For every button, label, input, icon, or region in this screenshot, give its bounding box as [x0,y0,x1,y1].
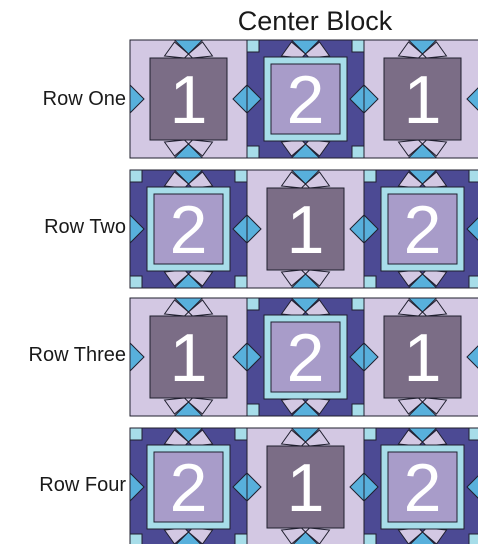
block-number: 2 [287,320,325,396]
corner-square [352,146,364,158]
corner-square [364,276,376,288]
block-number: 2 [404,192,442,268]
quilt-block-2-3: 2 [364,170,478,288]
quilt-block-2-2: 1 [247,170,364,288]
corner-square [247,298,259,310]
corner-square [469,170,478,182]
quilt-block-3-1: 1 [130,298,247,416]
corner-square [235,534,247,544]
corner-square [364,534,376,544]
block-number: 1 [404,320,442,396]
quilt-block-4-2: 1 [247,428,364,544]
corner-square [352,404,364,416]
quilt-block-3-2: 2 [247,298,364,416]
quilt-block-1-1: 1 [130,40,247,158]
corner-square [130,534,142,544]
corner-square [364,428,376,440]
block-number: 2 [287,62,325,138]
quilt-block-4-1: 2 [130,428,247,544]
block-number: 2 [170,192,208,268]
quilt-block-2-1: 2 [130,170,247,288]
corner-square [364,170,376,182]
corner-square [130,276,142,288]
quilt-block-1-2: 2 [247,40,364,158]
corner-square [235,170,247,182]
corner-square [469,276,478,288]
block-number: 2 [404,450,442,526]
corner-square [469,534,478,544]
quilt-block-1-3: 1 [364,40,478,158]
block-number: 1 [170,62,208,138]
corner-square [247,146,259,158]
corner-square [130,428,142,440]
corner-square [469,428,478,440]
block-number: 1 [404,62,442,138]
corner-square [247,404,259,416]
corner-square [247,40,259,52]
block-number: 1 [287,192,325,268]
quilt-block-4-3: 2 [364,428,478,544]
block-number: 1 [287,450,325,526]
corner-square [352,40,364,52]
block-number: 1 [170,320,208,396]
corner-square [235,428,247,440]
corner-square [130,170,142,182]
corner-square [352,298,364,310]
block-number: 2 [170,450,208,526]
quilt-block-3-3: 1 [364,298,478,416]
corner-square [235,276,247,288]
